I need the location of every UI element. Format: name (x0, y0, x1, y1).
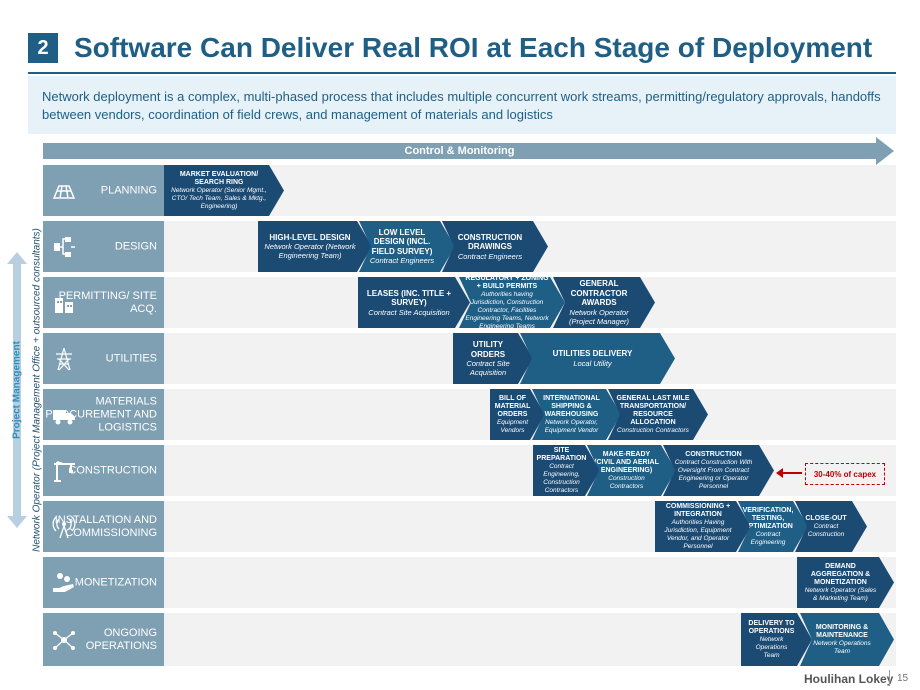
page-subtitle: Network deployment is a complex, multi-p… (42, 89, 881, 122)
step-low-level-design: LOW LEVEL DESIGN (INCL. FIELD SURVEY)Con… (359, 221, 455, 272)
row-label-construction: CONSTRUCTION (43, 445, 164, 496)
footer-divider (889, 670, 890, 686)
row-label-operations: ONGOING OPERATIONS (43, 613, 164, 666)
step-leases: LEASES (INC. TITLE + SURVEY)Contract Sit… (358, 277, 470, 328)
truck-icon (53, 409, 75, 424)
row-label-design: DESIGN (43, 221, 164, 272)
row-materials: MATERIALS PROCUREMENT AND LOGISTICS (43, 389, 896, 440)
row-label-materials: MATERIALS PROCUREMENT AND LOGISTICS (43, 389, 164, 440)
row-monetization: MONETIZATION (43, 557, 896, 608)
company-logo: Houlihan Lokey (804, 672, 894, 686)
power-tower-icon (56, 347, 72, 370)
step-make-ready: MAKE-READY (CIVIL AND AERIAL ENGINEERING… (587, 445, 676, 496)
row-label-planning: PLANNING (43, 165, 164, 216)
coins-hand-icon (53, 572, 74, 592)
subtitle-box: Network deployment is a complex, multi-p… (28, 76, 896, 134)
page-title: Software Can Deliver Real ROI at Each St… (74, 32, 873, 63)
crane-icon (54, 460, 75, 482)
map-icon (52, 184, 76, 199)
capex-callout: 30-40% of capex (805, 463, 885, 485)
section-number-badge: 2 (28, 33, 58, 63)
buildings-icon (55, 297, 73, 313)
step-last-mile: GENERAL LAST MILE TRANSPORTATION/ RESOUR… (608, 389, 708, 440)
row-label-permitting: PERMITTING/ SITE ACQ. (43, 277, 164, 328)
row-label-installation: INSTALLATION AND COMMISSIONING (43, 501, 164, 552)
antenna-icon (52, 516, 76, 538)
project-management-arrow (7, 252, 27, 528)
title-divider (28, 72, 896, 74)
capex-pointer-line (780, 472, 802, 474)
project-management-label: Project Management (11, 341, 23, 439)
row-label-monetization: MONETIZATION (43, 557, 164, 608)
flowchart-icon (54, 236, 75, 257)
control-monitoring-bar: Control & Monitoring (43, 143, 876, 159)
capex-pointer-head (776, 468, 783, 478)
network-icon (53, 630, 75, 650)
row-label-utilities: UTILITIES (43, 333, 164, 384)
control-arrow-head (876, 137, 894, 165)
network-operator-label: Network Operator (Project Management Off… (31, 228, 43, 552)
page-number: 15 (897, 673, 909, 684)
